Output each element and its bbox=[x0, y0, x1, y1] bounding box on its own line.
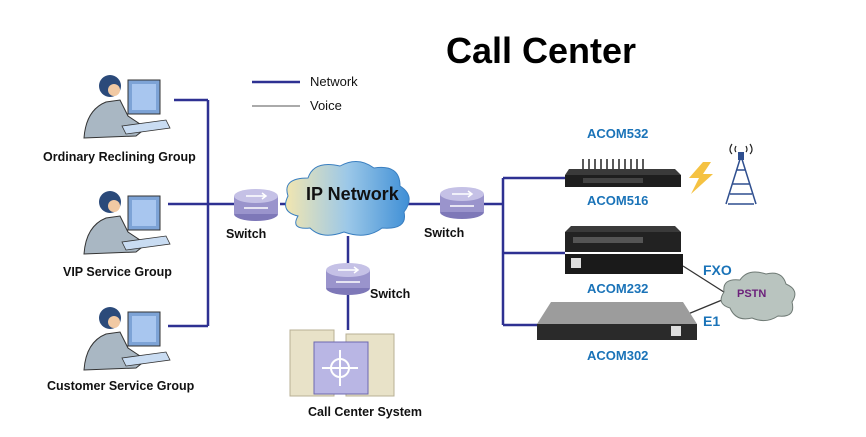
switch-icon bbox=[326, 263, 370, 295]
call-center-system-label: Call Center System bbox=[308, 405, 422, 419]
legend-voice-label: Voice bbox=[310, 98, 342, 113]
voice-line bbox=[687, 299, 723, 315]
legend-network-label: Network bbox=[310, 74, 358, 89]
switch-label: Switch bbox=[370, 287, 411, 301]
group-label: Customer Service Group bbox=[47, 379, 195, 393]
acom232-device-icon bbox=[565, 226, 683, 274]
switch-label: Switch bbox=[424, 226, 465, 240]
switch-icon bbox=[234, 189, 278, 221]
fxo-label: FXO bbox=[703, 262, 732, 278]
switch-icon bbox=[440, 187, 484, 219]
ip-network-label: IP Network bbox=[306, 184, 399, 204]
pstn-label: PSTN bbox=[737, 288, 767, 300]
switch-label: Switch bbox=[226, 227, 267, 241]
group-label: VIP Service Group bbox=[63, 265, 172, 279]
device-label-acom302: ACOM302 bbox=[587, 348, 649, 363]
agent-computer-icon bbox=[83, 191, 171, 255]
acom302-device-icon bbox=[537, 302, 697, 340]
device-label-acom516: ACOM516 bbox=[587, 193, 649, 208]
agent-computer-icon bbox=[83, 307, 171, 371]
agent-computer-icon bbox=[83, 75, 171, 139]
page-title: Call Center bbox=[446, 30, 637, 71]
e1-label: E1 bbox=[703, 313, 721, 329]
pstn-cloud-icon bbox=[720, 271, 796, 322]
voice-line bbox=[682, 265, 728, 295]
group-label: Ordinary Reclining Group bbox=[43, 150, 196, 164]
device-label-acom532: ACOM532 bbox=[587, 126, 649, 141]
wireless-signal-icon bbox=[689, 162, 713, 194]
call-center-server-icon bbox=[289, 329, 395, 397]
device-label-acom232: ACOM232 bbox=[587, 281, 649, 296]
cell-tower-icon bbox=[725, 143, 757, 205]
gsm-gateway-device-icon bbox=[565, 159, 681, 187]
ip-network-cloud-icon bbox=[285, 161, 410, 236]
